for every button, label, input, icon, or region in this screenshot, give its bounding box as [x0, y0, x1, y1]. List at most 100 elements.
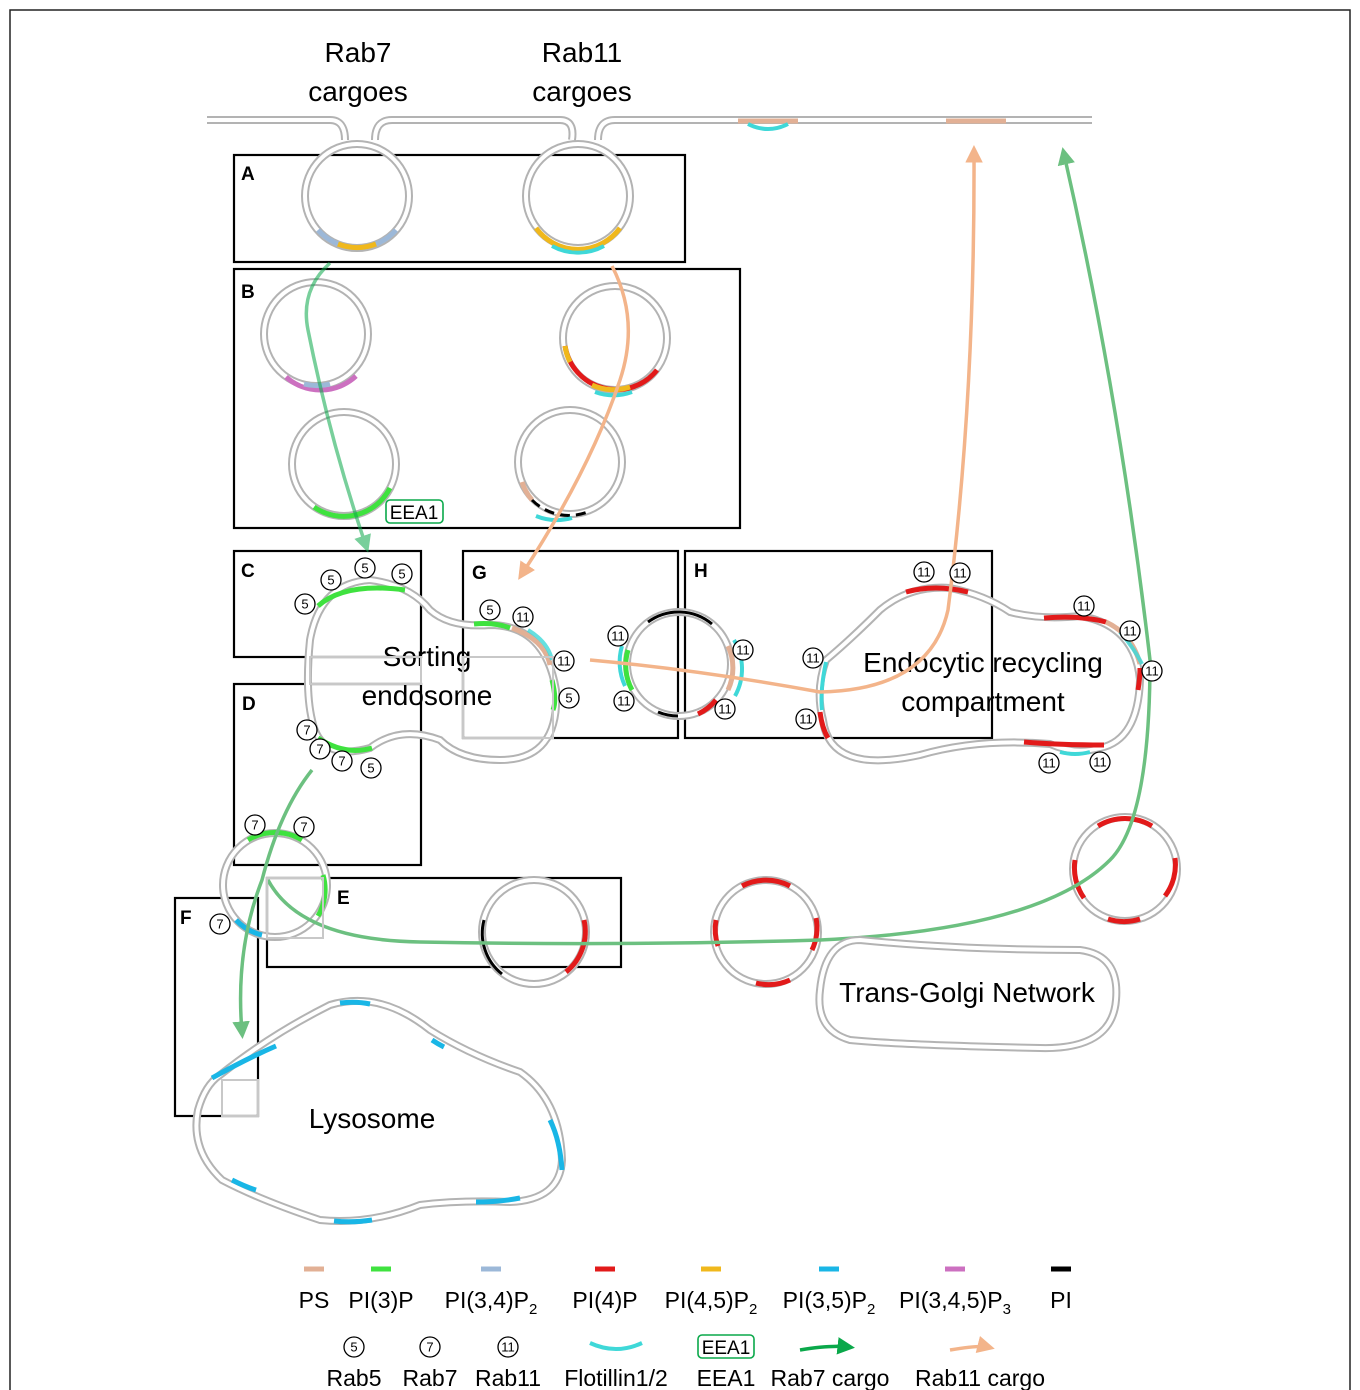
rab7-badge: 7 — [331, 750, 353, 772]
rab11-badge: 11 — [913, 561, 935, 583]
legend-label: PI(3,4)P2 — [445, 1287, 538, 1318]
transport-vesicle-right — [1069, 813, 1181, 925]
rab7-cargo-path-retro — [266, 147, 1152, 946]
rab-badge-number: 11 — [1123, 624, 1137, 639]
transport-vesicle-middle — [710, 876, 822, 988]
legend-marker-label: Flotillin1/2 — [564, 1365, 668, 1390]
legend-marker-label: Rab7 cargo — [771, 1365, 890, 1390]
rab7-cargo-path-d — [232, 768, 314, 1039]
sorting-endosome-label-line2: endosome — [362, 680, 493, 711]
rab11-badge: 11 — [512, 606, 534, 628]
panel-f-box — [173, 896, 260, 1118]
rab7-cargo-path-ac — [304, 261, 371, 553]
rab-badge-number: 5 — [327, 573, 334, 588]
rab11-cargoes-label-line2: cargoes — [532, 76, 632, 107]
rab11-badge: 11 — [1141, 660, 1163, 682]
rab11-cargo-path-gh — [589, 145, 983, 694]
eea1-tag-box — [385, 499, 444, 524]
lysosome-label: Lysosome — [309, 1103, 436, 1134]
legend-item-pi45p2: PI(4,5)P2 — [665, 1266, 758, 1318]
rab-badge-number: 11 — [736, 643, 750, 658]
rab11-badge: 11 — [1038, 752, 1060, 774]
rab11-badge: 11 — [1073, 595, 1095, 617]
rab7-cargo-arrow-icon — [799, 1337, 855, 1355]
plasma-membrane — [207, 116, 1092, 141]
legend-marker-rab7-cargo: Rab7 cargo — [771, 1337, 890, 1390]
rab11-badge: 11 — [613, 690, 635, 712]
rab-badge-number: 11 — [1093, 755, 1107, 770]
rab11-cargo-arrow-icon — [949, 1335, 995, 1353]
rab7-badge: 7 — [293, 816, 315, 838]
panel-g-letter: G — [472, 563, 487, 584]
rab-badge-number: 11 — [501, 1340, 515, 1355]
rab11-badge: 11 — [795, 708, 817, 730]
rab7-badge: 7 — [209, 913, 231, 935]
rab-badge-number: 7 — [316, 742, 323, 757]
rab-badge-number: 7 — [216, 917, 223, 932]
rab-badge-number: 7 — [300, 820, 307, 835]
legend-marker-rab11-cargo: Rab11 cargo — [915, 1335, 1045, 1390]
panel-g-overlap — [462, 656, 554, 739]
trans-golgi-network — [815, 935, 1121, 1053]
rab-badge-number: 11 — [718, 702, 732, 717]
rab-badge-number: 11 — [917, 565, 931, 580]
legend-label: PS — [299, 1287, 330, 1313]
eea1-tag-text: EEA1 — [390, 503, 439, 524]
rab11-badge: 11 — [714, 698, 736, 720]
rab-badge-number: 11 — [611, 629, 625, 644]
legend-item-pi3p: PI(3)P — [348, 1266, 414, 1313]
legend-item-pi4p: PI(4)P — [572, 1266, 638, 1313]
rab11-badge: 11 — [1119, 620, 1141, 642]
rab5-badge: 5 — [320, 569, 342, 591]
rab-badge-number: 11 — [617, 694, 631, 709]
rab11-badge: 11 — [732, 639, 754, 661]
rab5-badge: 5 — [343, 1336, 365, 1358]
legend-label: PI(4,5)P2 — [665, 1287, 758, 1318]
tgn-label: Trans-Golgi Network — [839, 977, 1096, 1008]
rab-badge-number: 11 — [1145, 664, 1159, 679]
panel-e-letter: E — [337, 888, 350, 909]
rab5-badge: 5 — [360, 757, 382, 779]
panel-c-letter: C — [241, 561, 255, 582]
panel-f-overlap — [221, 1079, 259, 1117]
rab11-badge: 11 — [553, 650, 575, 672]
panel-c-overlap — [309, 656, 422, 685]
legend-item-pi345p3: PI(3,4,5)P3 — [899, 1266, 1011, 1318]
rab-badge-number: 7 — [303, 723, 310, 738]
rab-badge-number: 11 — [1042, 756, 1056, 771]
recycling-label-line2: compartment — [901, 686, 1065, 717]
panel-h-box — [683, 549, 994, 740]
panel-b-vesicles — [260, 278, 671, 522]
rab11-badge: 11 — [497, 1336, 519, 1358]
legend-item-ps: PS — [299, 1266, 330, 1313]
rab-badge-number: 5 — [486, 603, 493, 618]
rab5-badge: 5 — [479, 599, 501, 621]
legend-label: PI — [1050, 1287, 1072, 1313]
recycling-compartment — [815, 583, 1145, 765]
panel-h-letter: H — [694, 561, 708, 582]
eea1-icon — [697, 1334, 755, 1359]
panel-d-letter: D — [242, 694, 256, 715]
rab7-badge: 7 — [296, 719, 318, 741]
legend-marker-label: EEA1 — [697, 1365, 756, 1390]
rab7-badge: 7 — [419, 1336, 441, 1358]
rab-badge-number: 5 — [350, 1340, 357, 1355]
legend-item-pi: PI — [1050, 1266, 1072, 1313]
legend-label: PI(3)P — [348, 1287, 413, 1313]
rab7-cargoes-label-line2: cargoes — [308, 76, 408, 107]
rab-badge-number: 11 — [516, 610, 530, 625]
rab5-badge: 5 — [354, 557, 376, 579]
eea1-icon-text: EEA1 — [702, 1338, 751, 1359]
legend-label: PI(4)P — [572, 1287, 637, 1313]
rab7-badge: 7 — [309, 738, 331, 760]
figure-frame — [9, 9, 1351, 1390]
rab11-cargoes-label-line1: Rab11 — [542, 37, 622, 68]
rab5-badge: 5 — [294, 593, 316, 615]
rab-badge-number: 11 — [799, 712, 813, 727]
rab5-badge: 5 — [391, 563, 413, 585]
